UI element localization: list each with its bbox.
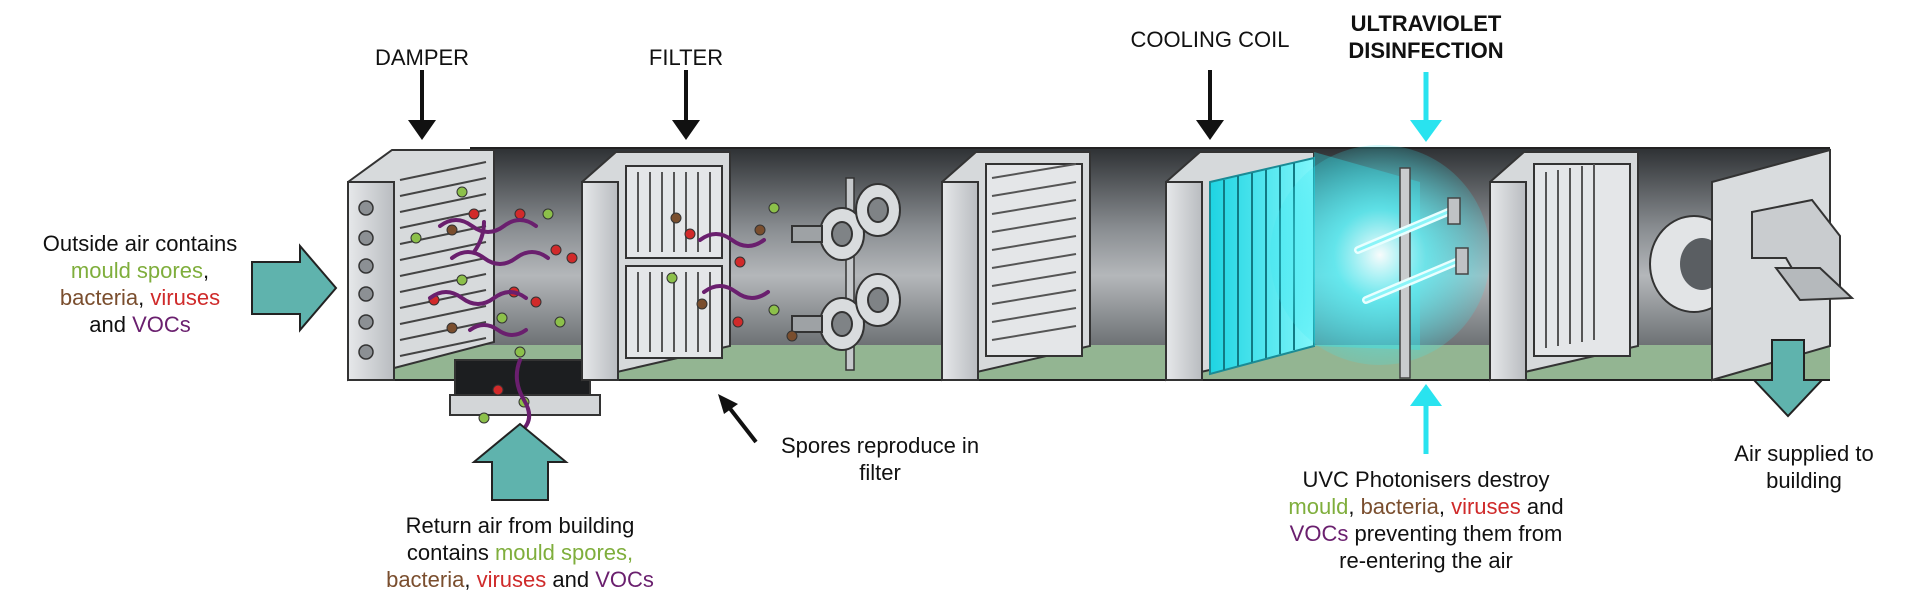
uv-label-line2: DISINFECTION [1348, 38, 1504, 63]
damper-bolts [358, 200, 374, 360]
mould-text: mould spores [70, 258, 203, 283]
grille-unit [941, 151, 1091, 382]
label-arrows [408, 70, 1224, 444]
vocs-text: VOCs [132, 312, 191, 337]
cooling-coil-label: COOLING COIL [1130, 27, 1290, 52]
uv-disinfection-label: ULTRAVIOLET DISINFECTION [1326, 10, 1526, 64]
viruses-text: viruses [150, 285, 221, 310]
uv-photonisers [1270, 145, 1490, 379]
outside-air-note: Outside air contains mould spores, bacte… [20, 230, 260, 338]
return-air-note: Return air from building contains mould … [386, 513, 654, 592]
uv-label-line1: ULTRAVIOLET [1350, 11, 1502, 36]
voc-squiggles [428, 218, 770, 434]
final-grille-unit [1489, 151, 1639, 382]
outside-air-line1: Outside air contains [42, 231, 238, 256]
fan-assembly [791, 177, 901, 371]
damper-label: DAMPER [374, 45, 470, 70]
uvc-note: UVC Photonisers destroy mould, bacteria,… [1288, 467, 1564, 573]
spores-note: Spores reproduce in filter [780, 433, 980, 485]
spores-arrow [726, 404, 758, 444]
filter-unit [581, 151, 731, 382]
bacteria-text: bacteria [59, 285, 139, 310]
outside-air-arrow [251, 243, 338, 333]
supply-note: Air supplied to building [1734, 441, 1874, 493]
supply-fan-unit [1649, 148, 1855, 382]
damper-louvres [399, 161, 487, 357]
return-air-arrow [471, 422, 569, 501]
damper-unit [347, 149, 495, 382]
airflow-arrows [251, 243, 1825, 501]
uv-arrows [1410, 72, 1442, 454]
supply-air-arrow [1751, 339, 1825, 418]
filter-label: FILTER [648, 45, 724, 70]
contaminant-particles [410, 186, 798, 424]
